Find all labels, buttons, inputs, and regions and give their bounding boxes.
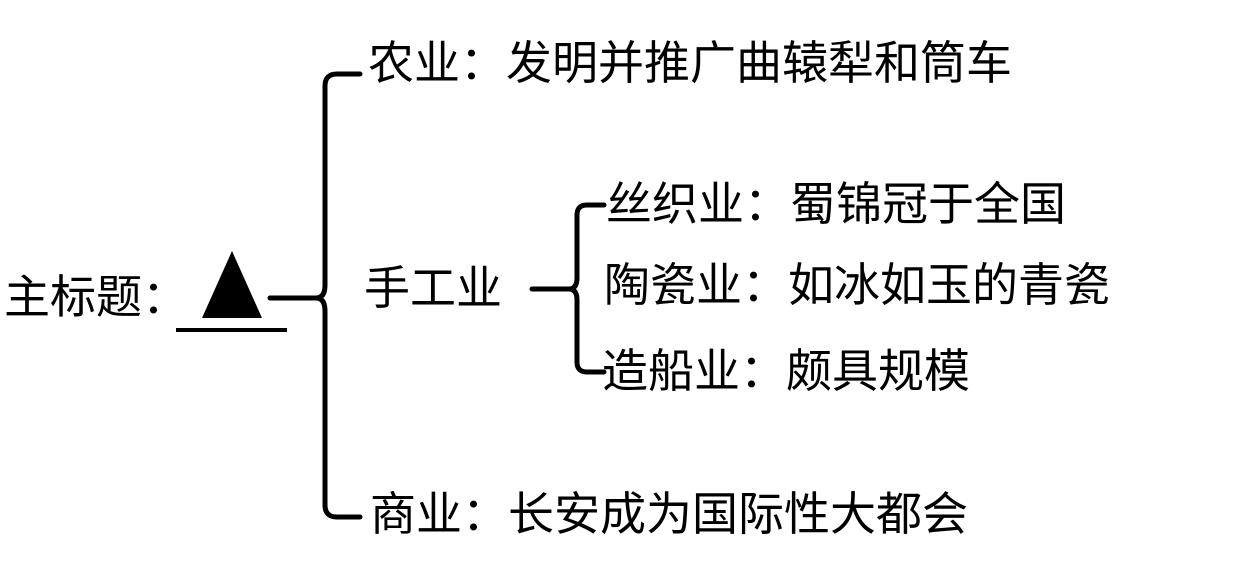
main-brace [313, 71, 363, 520]
sub-brace [566, 202, 607, 375]
branch-commerce: 商业：长安成为国际性大都会 [370, 487, 968, 541]
branch-agriculture: 农业：发明并推广曲辕犁和筒车 [368, 36, 1012, 90]
sub-branch-silk: 丝织业：蜀锦冠于全国 [606, 177, 1066, 231]
sub-branch-porcelain: 陶瓷业：如冰如玉的青瓷 [604, 258, 1110, 312]
filled-triangle-icon [202, 251, 262, 318]
branch-handicraft: 手工业 [364, 261, 502, 315]
sub-branch-shipbuilding: 造船业：颇具规模 [602, 344, 970, 398]
root-title: 主标题： [4, 270, 188, 324]
